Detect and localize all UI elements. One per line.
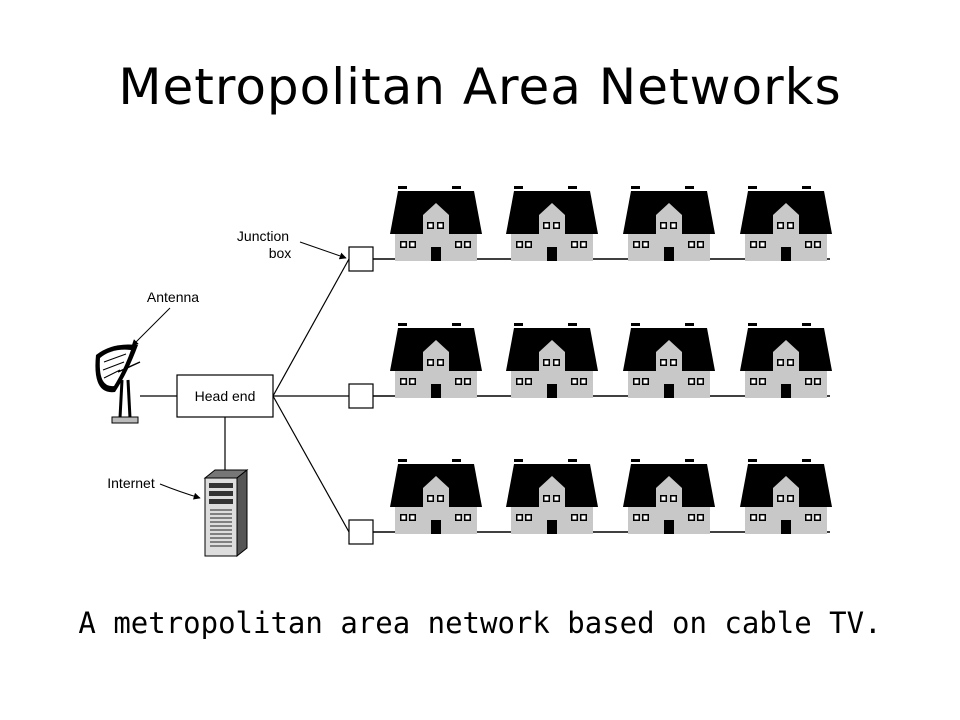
house-icon	[623, 459, 715, 534]
junction-box-label-line1: Junction	[237, 228, 289, 244]
junction-box-label-line2: box	[269, 245, 292, 261]
server-icon	[203, 468, 249, 558]
house-icon	[506, 323, 598, 398]
houses	[390, 186, 832, 534]
junction-box	[348, 246, 374, 272]
house-icon	[390, 186, 482, 261]
house-icon	[623, 323, 715, 398]
internet-arrow	[159, 483, 201, 500]
house-icon	[390, 459, 482, 534]
junction-box	[348, 519, 374, 545]
junction-box	[348, 383, 374, 409]
head-end-label: Head end	[195, 388, 256, 404]
house-icon	[740, 186, 832, 261]
internet-label: Internet	[107, 475, 155, 491]
antenna-arrow	[131, 307, 171, 347]
antenna-dish-icon	[95, 344, 141, 424]
junction-boxes	[348, 246, 374, 545]
house-icon	[506, 459, 598, 534]
slide-title: Metropolitan Area Networks	[118, 58, 842, 116]
slide-caption: A metropolitan area network based on cab…	[78, 606, 882, 640]
head-end: Head end	[176, 374, 274, 418]
antenna-label: Antenna	[147, 289, 199, 305]
trunk-line	[272, 258, 350, 397]
house-icon	[740, 459, 832, 534]
house-icon	[740, 323, 832, 398]
house-icon	[390, 323, 482, 398]
house-icon	[506, 186, 598, 261]
trunk-line	[272, 395, 350, 533]
house-icon	[623, 186, 715, 261]
junction-box-arrow	[299, 241, 347, 260]
